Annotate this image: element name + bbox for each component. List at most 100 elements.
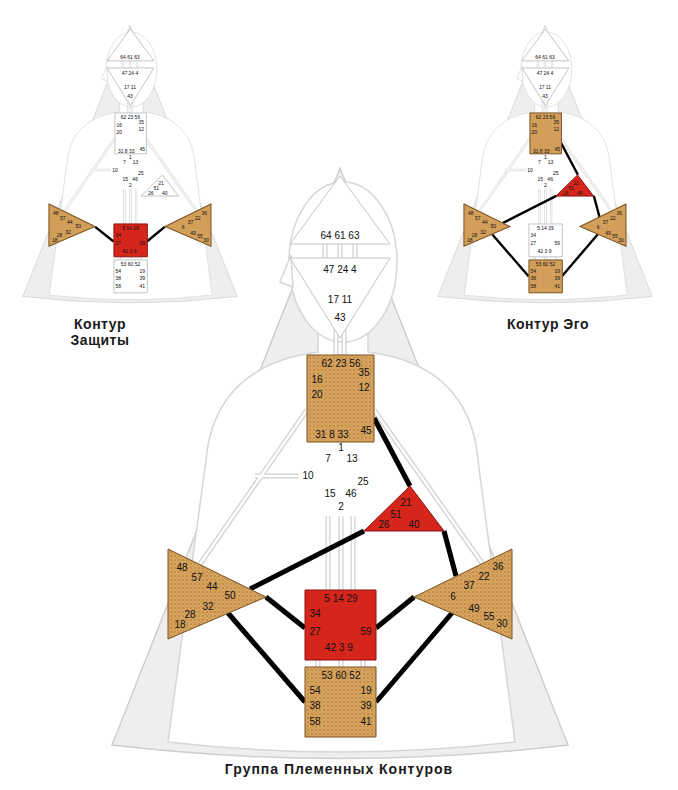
gate-number: 31 8 33 bbox=[315, 430, 348, 440]
gate-number: 38 bbox=[115, 276, 121, 281]
channel-line bbox=[147, 227, 165, 242]
center-polygon bbox=[114, 224, 147, 257]
gate-number: 36 bbox=[616, 210, 622, 215]
channel-line bbox=[250, 531, 364, 589]
gate-number: 42 3 9 bbox=[123, 248, 137, 253]
gate-number: 34 bbox=[530, 232, 536, 237]
gate-number: 18 bbox=[174, 620, 185, 630]
gate-number: 38 bbox=[309, 701, 320, 711]
gate-number: 53 60 52 bbox=[536, 262, 555, 267]
gate-number: 16 bbox=[311, 375, 322, 385]
gate-number: 19 bbox=[554, 269, 560, 274]
center-polygon bbox=[529, 260, 562, 293]
gate-number: 45 bbox=[554, 146, 560, 151]
circuit-name: Контур Эго bbox=[493, 316, 603, 332]
gate-number: 28 bbox=[184, 610, 195, 620]
gate-number: 43 bbox=[334, 313, 345, 323]
channel-line bbox=[594, 196, 600, 217]
channel-line bbox=[444, 531, 456, 576]
gate-number: 13 bbox=[346, 454, 357, 464]
gate-number: 30 bbox=[618, 237, 624, 242]
center-polygon bbox=[305, 590, 376, 660]
gate-number: 49 bbox=[190, 230, 196, 235]
center-shape: 3622376495530 bbox=[412, 547, 514, 641]
center-shape: 62 23 561635201231 8 3345 bbox=[114, 112, 147, 155]
gate-number: 25 bbox=[357, 477, 368, 487]
channel-line bbox=[503, 196, 557, 223]
center-polygon bbox=[290, 258, 390, 338]
center-shape: 53 60 52541938395841 bbox=[303, 665, 378, 739]
gate-number: 32 bbox=[202, 602, 213, 612]
gate-number: 5 14 29 bbox=[122, 225, 139, 230]
center-polygon bbox=[414, 549, 512, 639]
center-polygon bbox=[165, 204, 211, 246]
gate-number: 59 bbox=[360, 627, 371, 637]
center-polygon bbox=[580, 204, 626, 246]
circuit-name: Контур Защиты bbox=[45, 316, 155, 348]
channel-line bbox=[266, 597, 305, 628]
gate-number: 34 bbox=[115, 232, 121, 237]
gate-number: 50 bbox=[491, 224, 497, 229]
gate-number: 6 bbox=[597, 224, 600, 229]
gate-number: 30 bbox=[496, 619, 507, 629]
gate-number: 49 bbox=[605, 230, 611, 235]
gate-number: 31 8 33 bbox=[118, 148, 135, 153]
gate-number: 54 bbox=[115, 269, 121, 274]
gate-number: 12 bbox=[358, 383, 369, 393]
center-shape: 21512640 bbox=[362, 484, 446, 533]
gate-number: 17 11 bbox=[328, 295, 352, 305]
gate-number: 47 24 4 bbox=[323, 265, 356, 275]
gate-number: 5 14 29 bbox=[324, 594, 357, 604]
center-shape: 1713102515462 bbox=[111, 154, 146, 189]
gate-number: 27 bbox=[309, 627, 320, 637]
gate-number: 38 bbox=[530, 276, 536, 281]
gate-number: 41 bbox=[554, 283, 560, 288]
gate-number: 44 bbox=[206, 582, 217, 592]
gate-number: 35 bbox=[358, 368, 369, 378]
gate-number: 32 bbox=[65, 229, 71, 234]
center-polygon bbox=[114, 113, 145, 154]
channel-line bbox=[228, 613, 305, 702]
channel-line bbox=[562, 234, 598, 276]
center-shape: 62 23 561635201231 8 3345 bbox=[529, 112, 562, 155]
gate-number: 42 3 9 bbox=[325, 643, 353, 653]
gate-number: 44 bbox=[67, 220, 73, 225]
gate-number: 2 bbox=[129, 182, 132, 187]
gate-number: 26 bbox=[148, 191, 154, 196]
gate-number: 39 bbox=[360, 701, 371, 711]
gate-number: 20 bbox=[116, 129, 122, 134]
channel-line bbox=[492, 234, 528, 276]
center-polygon bbox=[114, 260, 147, 293]
gate-number: 47 24 4 bbox=[537, 71, 554, 76]
gate-number: 1 bbox=[338, 443, 344, 453]
center-polygon bbox=[556, 175, 594, 196]
center-polygon bbox=[307, 355, 374, 442]
center-polygon bbox=[464, 204, 510, 246]
gate-number: 2 bbox=[544, 182, 547, 187]
center-shape: 3622376495530 bbox=[164, 203, 212, 247]
gate-number: 34 bbox=[309, 609, 320, 619]
gate-number: 59 bbox=[554, 241, 560, 246]
gate-number: 42 3 9 bbox=[538, 248, 552, 253]
gate-number: 46 bbox=[132, 176, 138, 181]
center-shape: 48574450322818 bbox=[166, 547, 268, 641]
gate-number: 64 61 63 bbox=[535, 55, 554, 60]
center-shape: 64 61 63 bbox=[288, 174, 392, 246]
gate-number: 44 bbox=[482, 220, 488, 225]
gate-number: 37 bbox=[188, 219, 194, 224]
gate-number: 58 bbox=[309, 717, 320, 727]
center-shape: 3622376495530 bbox=[579, 203, 627, 247]
center-polygon bbox=[305, 667, 376, 737]
center-polygon bbox=[290, 176, 390, 244]
gate-number: 54 bbox=[309, 686, 320, 696]
center-shape: 1713102515462 bbox=[526, 154, 561, 189]
gate-number: 17 11 bbox=[124, 85, 136, 90]
center-shape: 21512640 bbox=[140, 174, 179, 197]
gate-number: 40 bbox=[162, 191, 168, 196]
gate-number: 10 bbox=[112, 168, 118, 173]
gate-number: 21 bbox=[400, 498, 411, 508]
gate-number: 51 bbox=[154, 186, 160, 191]
center-shape: 64 61 63 bbox=[106, 28, 155, 62]
channel-line bbox=[376, 597, 414, 628]
